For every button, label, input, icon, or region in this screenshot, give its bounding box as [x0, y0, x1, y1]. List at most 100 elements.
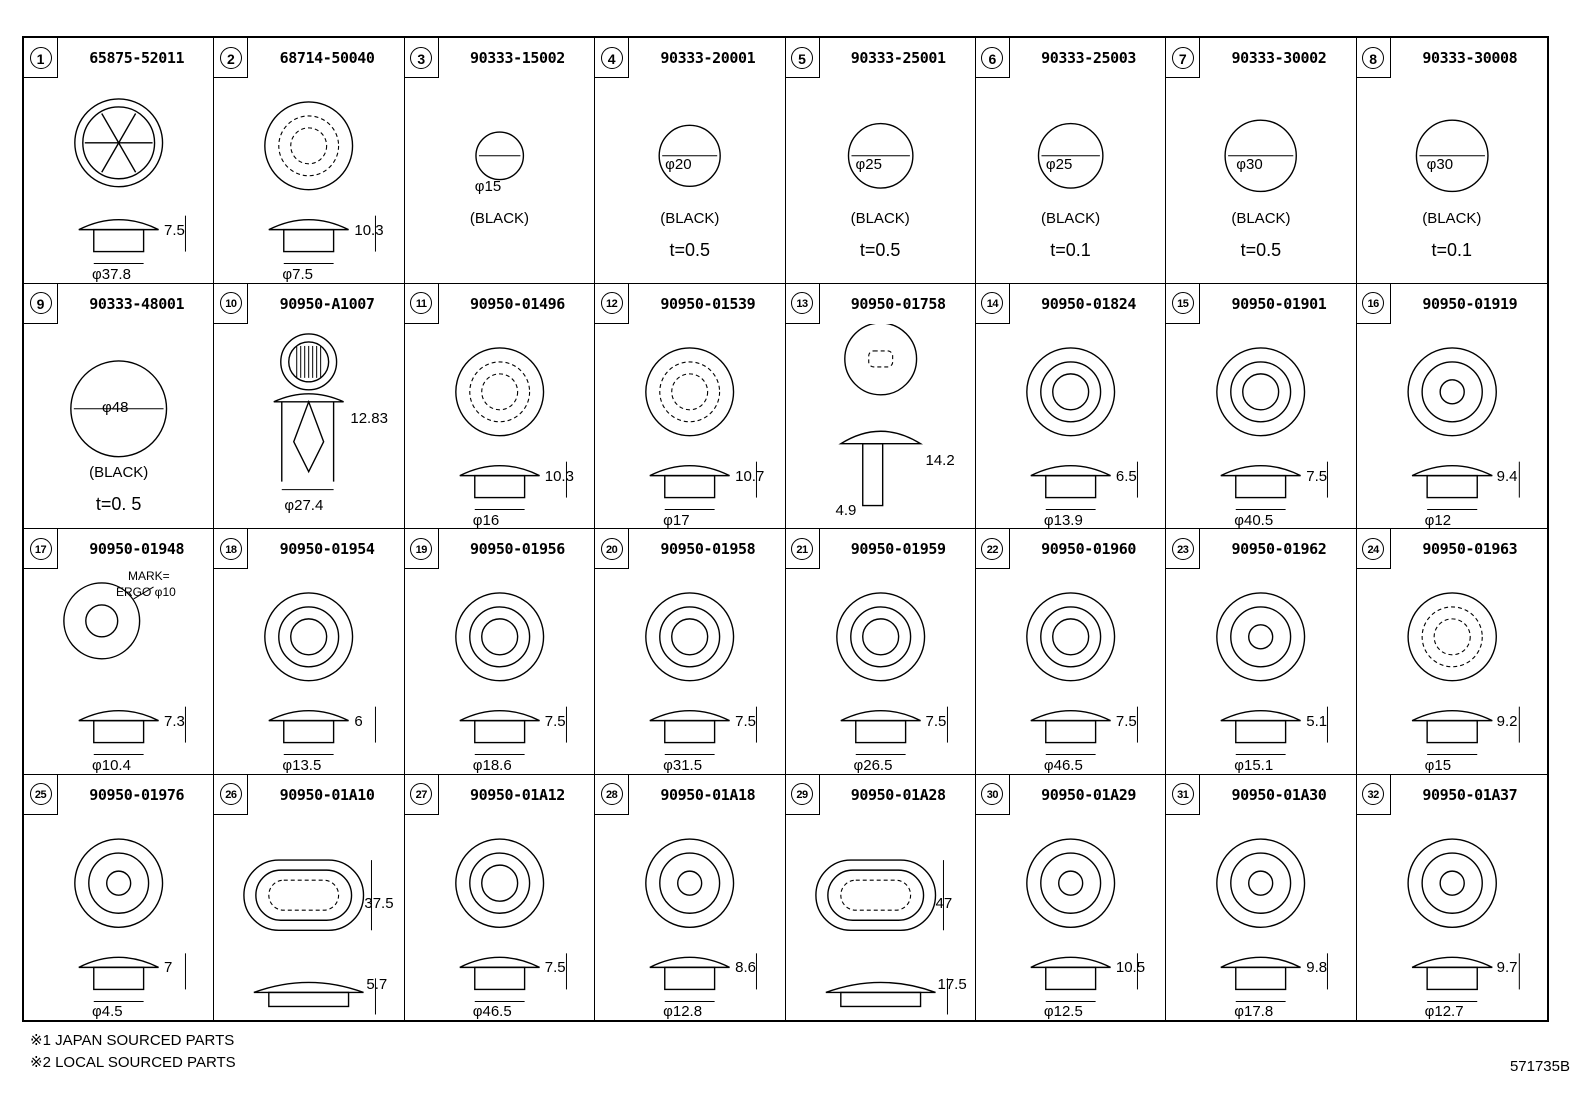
height-label: 17.5 — [937, 975, 967, 993]
footnote-local: ※2 LOCAL SOURCED PARTS — [30, 1054, 236, 1071]
diameter-label: φ15 — [1424, 757, 1452, 774]
part-drawing-svg — [645, 592, 758, 756]
height-label: 47 — [935, 894, 953, 912]
part-number: 90950-01958 — [660, 540, 756, 558]
height-label: 7.5 — [735, 713, 756, 730]
part-drawing-svg — [273, 332, 345, 490]
item-number-box: 5 — [785, 38, 820, 78]
item-number-box: 13 — [785, 283, 820, 324]
part-drawing-svg — [243, 858, 377, 1014]
item-number-box: 16 — [1356, 283, 1391, 324]
item-number: 25 — [29, 783, 52, 805]
diameter-label: φ17 — [663, 511, 690, 529]
item-number-box: 17 — [24, 529, 58, 569]
item-number: 28 — [600, 783, 623, 805]
color-note: (BLACK) — [660, 210, 720, 227]
item-number: 19 — [410, 537, 433, 560]
item-number: 29 — [791, 783, 813, 805]
diameter-label: φ25 — [855, 156, 882, 173]
item-number: 20 — [600, 537, 623, 560]
height-label: 14.2 — [925, 451, 955, 469]
part-drawing-svg — [1407, 346, 1520, 510]
part-drawing — [786, 323, 975, 529]
part-number: 90950-01824 — [1041, 294, 1137, 313]
diameter-label: φ15.1 — [1234, 757, 1274, 774]
diameter-label: φ13.9 — [1043, 511, 1083, 529]
diameter-label: φ7.5 — [282, 266, 313, 283]
item-number: 22 — [981, 537, 1004, 560]
part-drawing — [595, 324, 784, 529]
part-drawing-svg — [837, 323, 923, 506]
item-number: 23 — [1171, 537, 1194, 560]
height-label: 7.5 — [1115, 713, 1137, 730]
part-number: 90950-01919 — [1422, 294, 1518, 313]
height-label: 7.5 — [544, 958, 566, 976]
part-drawing-svg — [1026, 346, 1138, 510]
item-number: 8 — [1362, 46, 1385, 69]
height-label: 10.3 — [354, 222, 384, 239]
part-drawing — [24, 815, 213, 1021]
diameter-label: φ37.8 — [92, 266, 131, 283]
part-drawing-svg — [63, 582, 186, 756]
item-number-box: 29 — [785, 774, 820, 815]
item-number: 3 — [410, 46, 433, 69]
item-number-box: 3 — [404, 38, 439, 78]
part-drawing-svg — [658, 124, 722, 188]
height-label: 7.5 — [1306, 467, 1328, 485]
diameter-label: φ16 — [472, 511, 500, 529]
part-drawing — [1166, 324, 1355, 529]
item-number: 9 — [29, 292, 52, 314]
diameter-label: φ18.6 — [472, 757, 512, 774]
part-number: 90950-01976 — [89, 785, 185, 804]
document-id: 571735B — [1509, 1058, 1570, 1075]
color-note: (BLACK) — [1231, 210, 1291, 227]
item-number: 18 — [219, 537, 242, 560]
item-number: 17 — [29, 537, 52, 560]
part-drawing-svg — [264, 101, 377, 265]
part-drawing-svg — [1216, 837, 1329, 1002]
diameter-label: φ46.5 — [1043, 757, 1083, 774]
part-number: 90950-01956 — [469, 540, 565, 558]
thickness-note: t=0.1 — [1431, 240, 1473, 260]
part-drawing — [1357, 815, 1547, 1021]
diameter-label: φ31.5 — [663, 757, 703, 774]
part-number: 90950-01954 — [279, 540, 375, 558]
part-drawing-svg — [74, 837, 186, 1002]
diameter-label: φ40.5 — [1234, 511, 1274, 529]
part-drawing — [214, 324, 403, 529]
part-number: 90950-01948 — [89, 540, 185, 558]
part-drawing — [405, 324, 594, 529]
part-drawing-svg — [1026, 592, 1138, 756]
height-label: 8.6 — [735, 958, 756, 976]
part-drawing-svg — [1037, 122, 1104, 189]
thickness-note: t=0.1 — [1050, 240, 1091, 260]
item-number: 30 — [981, 783, 1004, 805]
item-number-box: 15 — [1166, 283, 1201, 324]
part-drawing-svg — [1407, 837, 1520, 1002]
thickness-note: t=0.5 — [669, 240, 711, 260]
height-label: 7 — [164, 958, 173, 976]
part-number: 90950-01A10 — [279, 785, 375, 804]
part-drawing-svg — [1216, 592, 1329, 756]
part-number: 90950-01A29 — [1041, 785, 1137, 804]
part-drawing — [976, 324, 1165, 529]
part-drawing — [214, 815, 403, 1021]
part-drawing — [405, 815, 594, 1021]
item-number-box: 21 — [785, 529, 820, 569]
part-number: 90950-01A28 — [850, 785, 946, 804]
part-drawing — [1357, 78, 1547, 283]
thickness-note: t=0. 5 — [95, 493, 142, 514]
part-number: 90333-48001 — [89, 294, 185, 313]
